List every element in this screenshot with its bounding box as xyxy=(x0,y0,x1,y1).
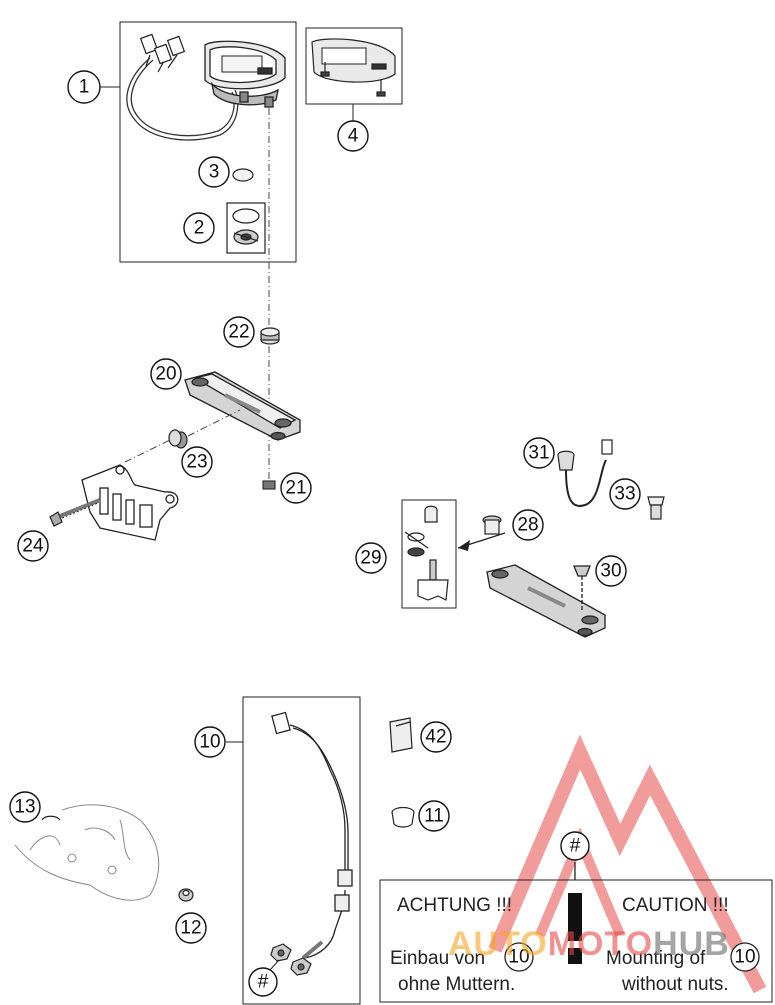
mounting-plate xyxy=(81,464,179,541)
callout-24: 24 xyxy=(17,530,49,562)
bracket-part-20 xyxy=(184,371,301,441)
svg-text:11: 11 xyxy=(424,806,444,827)
callout-hash-note: # xyxy=(560,831,590,861)
callout-31: 31 xyxy=(523,437,555,469)
callout-21: 21 xyxy=(280,472,312,504)
caution-exclamation-icon xyxy=(568,862,582,964)
callout-2: 2 xyxy=(183,212,215,244)
callout-3: 3 xyxy=(198,156,230,188)
svg-text:33: 33 xyxy=(614,484,635,505)
nuts-not-used xyxy=(270,943,312,976)
callout-4: 4 xyxy=(337,120,369,152)
group-box-display-kit xyxy=(305,27,403,105)
callout-30: 30 xyxy=(595,555,627,587)
plug-part-33 xyxy=(647,496,665,520)
sensor-cable-part-31 xyxy=(557,439,613,507)
caution-title-english: CAUTION !!! xyxy=(622,895,729,916)
callout-13: 13 xyxy=(9,791,41,823)
callout-10: 10 xyxy=(194,726,226,758)
callout-12: 12 xyxy=(175,912,207,944)
svg-text:4: 4 xyxy=(348,126,359,147)
svg-text:23: 23 xyxy=(186,452,207,473)
note-german-ref: 10 xyxy=(508,947,529,968)
spacer-part-12 xyxy=(178,888,194,902)
note-english-ref: 10 xyxy=(734,947,755,968)
svg-text:2: 2 xyxy=(194,218,205,239)
callout-42: 42 xyxy=(420,721,452,753)
callout-22: 22 xyxy=(223,316,255,348)
clip-part-13 xyxy=(41,815,61,821)
callout-hash-nuts: # xyxy=(248,959,280,997)
svg-text:22: 22 xyxy=(228,322,249,343)
connector-plugs xyxy=(139,33,186,73)
svg-text:28: 28 xyxy=(517,515,538,536)
note-english-line-1: Mounting of xyxy=(606,948,706,969)
svg-text:20: 20 xyxy=(155,364,176,385)
speedometer-cable xyxy=(126,57,239,141)
note-german-line-1: Einbau von xyxy=(390,948,485,969)
svg-text:13: 13 xyxy=(14,797,35,818)
svg-text:30: 30 xyxy=(600,561,621,582)
grommet-part-22 xyxy=(260,327,280,345)
clamp-part-11 xyxy=(391,806,415,828)
brake-disc-outline xyxy=(14,804,160,901)
callout-1: 1 xyxy=(67,70,101,104)
group-box-screw-set xyxy=(401,499,457,609)
nut-part-21 xyxy=(262,480,276,490)
callout-29: 29 xyxy=(355,542,387,574)
callout-23: 23 xyxy=(181,446,213,478)
svg-text:3: 3 xyxy=(209,162,220,183)
caution-title-german: ACHTUNG !!! xyxy=(397,895,512,916)
svg-text:31: 31 xyxy=(528,443,549,464)
bolt-part-24 xyxy=(49,498,101,527)
display-kit-part-4 xyxy=(311,38,396,97)
svg-text:21: 21 xyxy=(285,478,306,499)
svg-text:#: # xyxy=(258,972,269,993)
callout-20: 20 xyxy=(150,358,182,390)
group-box-speedometer xyxy=(119,21,297,263)
washer-part-3 xyxy=(232,168,254,182)
bracket-part-30 xyxy=(486,564,606,638)
svg-text:10: 10 xyxy=(199,732,220,753)
watermark-text: AUTOMOTOHUB xyxy=(448,925,730,963)
bushing-part-28 xyxy=(482,515,502,535)
caution-note-box xyxy=(379,879,773,1003)
screw-set-part-29 xyxy=(404,505,449,601)
svg-text:1: 1 xyxy=(79,77,90,98)
callout-33: 33 xyxy=(609,478,641,510)
group-box-sensor-cable xyxy=(242,696,361,1005)
bulb-socket-part-2 xyxy=(226,202,266,254)
svg-text:12: 12 xyxy=(180,918,201,939)
svg-text:#: # xyxy=(570,836,581,857)
svg-text:42: 42 xyxy=(425,727,446,748)
note-german-line-2: ohne Muttern. xyxy=(398,974,515,995)
callout-28: 28 xyxy=(512,509,544,541)
svg-text:24: 24 xyxy=(22,536,44,557)
svg-text:29: 29 xyxy=(360,548,381,569)
clip-part-42 xyxy=(389,717,413,753)
note-english-line-2: without nuts. xyxy=(621,974,729,995)
rubber-part-23 xyxy=(168,429,188,449)
speedometer-unit xyxy=(204,40,286,108)
callout-11: 11 xyxy=(418,800,450,832)
sensor-cable-part-10 xyxy=(271,711,353,960)
